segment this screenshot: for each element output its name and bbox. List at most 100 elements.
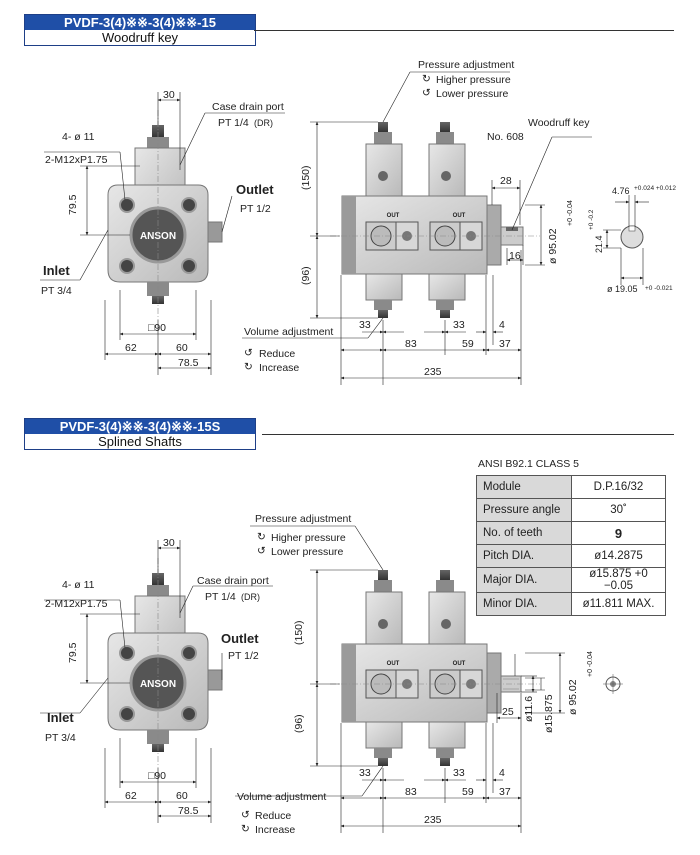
section2-rule bbox=[262, 434, 674, 435]
s1-key-476: 4.76 bbox=[612, 186, 630, 196]
s1-dim-28: 28 bbox=[500, 175, 512, 187]
s2-brand-logo: ANSON bbox=[140, 679, 176, 690]
section2-title: PVDF-3(4)※※-3(4)※※-15S bbox=[25, 419, 255, 434]
s1-dim-33b: 33 bbox=[453, 319, 465, 331]
s2-volume-adj-label: Volume adjustment bbox=[237, 791, 326, 803]
s1-bolt-hole bbox=[181, 258, 197, 274]
spline-table-title: ANSI B92.1 CLASS 5 bbox=[478, 458, 579, 470]
spline-table-row: Minor DIA.ø11.811 MAX. bbox=[476, 592, 666, 616]
s2-dim-79-5: 79.5 bbox=[67, 642, 79, 663]
s2-dim-62: 62 bbox=[125, 790, 137, 802]
s2-spline-section bbox=[603, 674, 623, 694]
s1-dim-78-5: 78.5 bbox=[178, 357, 199, 369]
s1-key-214: 21.4 bbox=[594, 235, 604, 253]
s2-thread-label: 2-M12xP1.75 bbox=[45, 598, 108, 610]
s2-dia-15-875: ø15.875 bbox=[543, 694, 555, 733]
s2-dim-37: 37 bbox=[499, 786, 511, 798]
s2-out-label-2: OUT bbox=[453, 661, 466, 667]
s2-dia-11-6: ø11.6 bbox=[523, 696, 535, 722]
s2-dim-33b: 33 bbox=[453, 767, 465, 779]
s1-key-476-tol: +0.024 +0.012 bbox=[634, 185, 676, 192]
s2-out-label-1: OUT bbox=[387, 661, 400, 667]
s2-reduce: Reduce bbox=[255, 810, 291, 822]
s1-dim-235: 235 bbox=[424, 366, 442, 378]
section1-title: PVDF-3(4)※※-3(4)※※-15 bbox=[25, 15, 255, 30]
s2-dia-95-tol: +0 -0.04 bbox=[587, 651, 594, 677]
s1-dim-16: 16 bbox=[509, 250, 521, 262]
spline-table-value: D.P.16/32 bbox=[571, 475, 666, 499]
s1-front-text: 30 Case drain port PT 1/4 (DR) 4- ø 11 2… bbox=[41, 89, 284, 369]
s2-adj-ccw-icon: ↺ bbox=[257, 545, 266, 557]
s2-side-view bbox=[330, 570, 540, 766]
s2-dim-4: 4 bbox=[499, 767, 505, 779]
spline-table-key: Module bbox=[476, 475, 572, 499]
s1-reduce: Reduce bbox=[259, 348, 295, 360]
s2-vol-cw-icon: ↻ bbox=[241, 823, 250, 835]
s1-front-view: ANSON bbox=[107, 110, 223, 320]
s1-dim-33a: 33 bbox=[359, 319, 371, 331]
s2-dim-59: 59 bbox=[462, 786, 474, 798]
spline-table-row: Pitch DIA.ø14.2875 bbox=[476, 544, 666, 568]
s1-outlet-stub bbox=[207, 221, 223, 243]
s1-dim-79-5: 79.5 bbox=[67, 194, 79, 215]
section1-subtitle: Woodruff key bbox=[101, 30, 179, 45]
s1-key-214-tol: +0 -0.2 bbox=[588, 209, 595, 230]
s1-case-drain-pt: PT 1/4 bbox=[218, 117, 249, 129]
s1-key-section: 4.76 +0.024 +0.012 21.4 +0 -0.2 ø 19.05 … bbox=[588, 185, 676, 294]
s1-outlet-label: Outlet bbox=[236, 182, 274, 197]
spline-table-value: ø11.811 MAX. bbox=[571, 592, 666, 616]
s1-higher-pressure: Higher pressure bbox=[436, 74, 511, 86]
section1-rule bbox=[254, 30, 674, 31]
s2-case-drain-label: Case drain port bbox=[197, 575, 269, 587]
spline-table-value: ø15.875 +0 −0.05 bbox=[571, 567, 666, 593]
s1-bolt-hole bbox=[119, 197, 135, 213]
s1-dim-59: 59 bbox=[462, 338, 474, 350]
spline-table-value: 9 bbox=[571, 521, 666, 545]
s1-side-dims bbox=[242, 71, 592, 385]
s2-increase: Increase bbox=[255, 824, 295, 836]
s1-case-drain-dr: (DR) bbox=[254, 118, 273, 128]
s2-dim-235: 235 bbox=[424, 814, 442, 826]
s2-dim-78-5: 78.5 bbox=[178, 805, 199, 817]
s1-dim-60: 60 bbox=[176, 342, 188, 354]
s2-side-text: Pressure adjustment ↻ Higher pressure ↺ … bbox=[237, 513, 594, 836]
s2-square-90: □90 bbox=[148, 770, 166, 782]
s1-bolt-hole bbox=[181, 197, 197, 213]
s1-woodruff-key: Woodruff key bbox=[528, 117, 590, 129]
spline-table-value: 30˚ bbox=[571, 498, 666, 522]
s2-outlet-label: Outlet bbox=[221, 631, 259, 646]
s1-dim-83: 83 bbox=[405, 338, 417, 350]
s1-dim-62: 62 bbox=[125, 342, 137, 354]
section1-header: PVDF-3(4)※※-3(4)※※-15 Woodruff key bbox=[24, 14, 256, 46]
s2-dim-30: 30 bbox=[163, 537, 175, 549]
s1-thread-label: 2-M12xP1.75 bbox=[45, 154, 108, 166]
section2-header: PVDF-3(4)※※-3(4)※※-15S Splined Shafts bbox=[24, 418, 256, 450]
s1-bolt-label: 4- ø 11 bbox=[62, 131, 95, 143]
s2-dim-60: 60 bbox=[176, 790, 188, 802]
s1-bolt-hole bbox=[119, 258, 135, 274]
s1-adj-ccw-icon: ↺ bbox=[422, 87, 431, 99]
spline-table-key: Pressure angle bbox=[476, 498, 572, 522]
s1-dim-96: (96) bbox=[300, 266, 312, 285]
s1-front-dims bbox=[40, 92, 285, 375]
s1-vol-ccw-icon: ↺ bbox=[244, 347, 253, 359]
section2-subtitle: Splined Shafts bbox=[98, 434, 182, 449]
s2-dim-83: 83 bbox=[405, 786, 417, 798]
s2-higher-pressure: Higher pressure bbox=[271, 532, 346, 544]
s2-outlet-pt: PT 1/2 bbox=[228, 650, 259, 662]
s1-increase: Increase bbox=[259, 362, 299, 374]
s1-pressure-adj-label: Pressure adjustment bbox=[418, 59, 514, 71]
spline-table-key: Minor DIA. bbox=[476, 592, 572, 616]
s2-front-text: 30 Case drain port PT 1/4 (DR) 4- ø 11 2… bbox=[45, 537, 269, 817]
s1-outlet-pt: PT 1/2 bbox=[240, 203, 271, 215]
s2-inlet-pt: PT 3/4 bbox=[45, 732, 76, 744]
s1-adj-cw-icon: ↻ bbox=[422, 73, 431, 85]
spline-table-row: Major DIA.ø15.875 +0 −0.05 bbox=[476, 567, 666, 593]
s1-woodruff-no: No. 608 bbox=[487, 131, 524, 143]
s2-case-drain-pt: PT 1/4 bbox=[205, 591, 236, 603]
s1-dim-37: 37 bbox=[499, 338, 511, 350]
s2-dim-96: (96) bbox=[293, 714, 305, 733]
